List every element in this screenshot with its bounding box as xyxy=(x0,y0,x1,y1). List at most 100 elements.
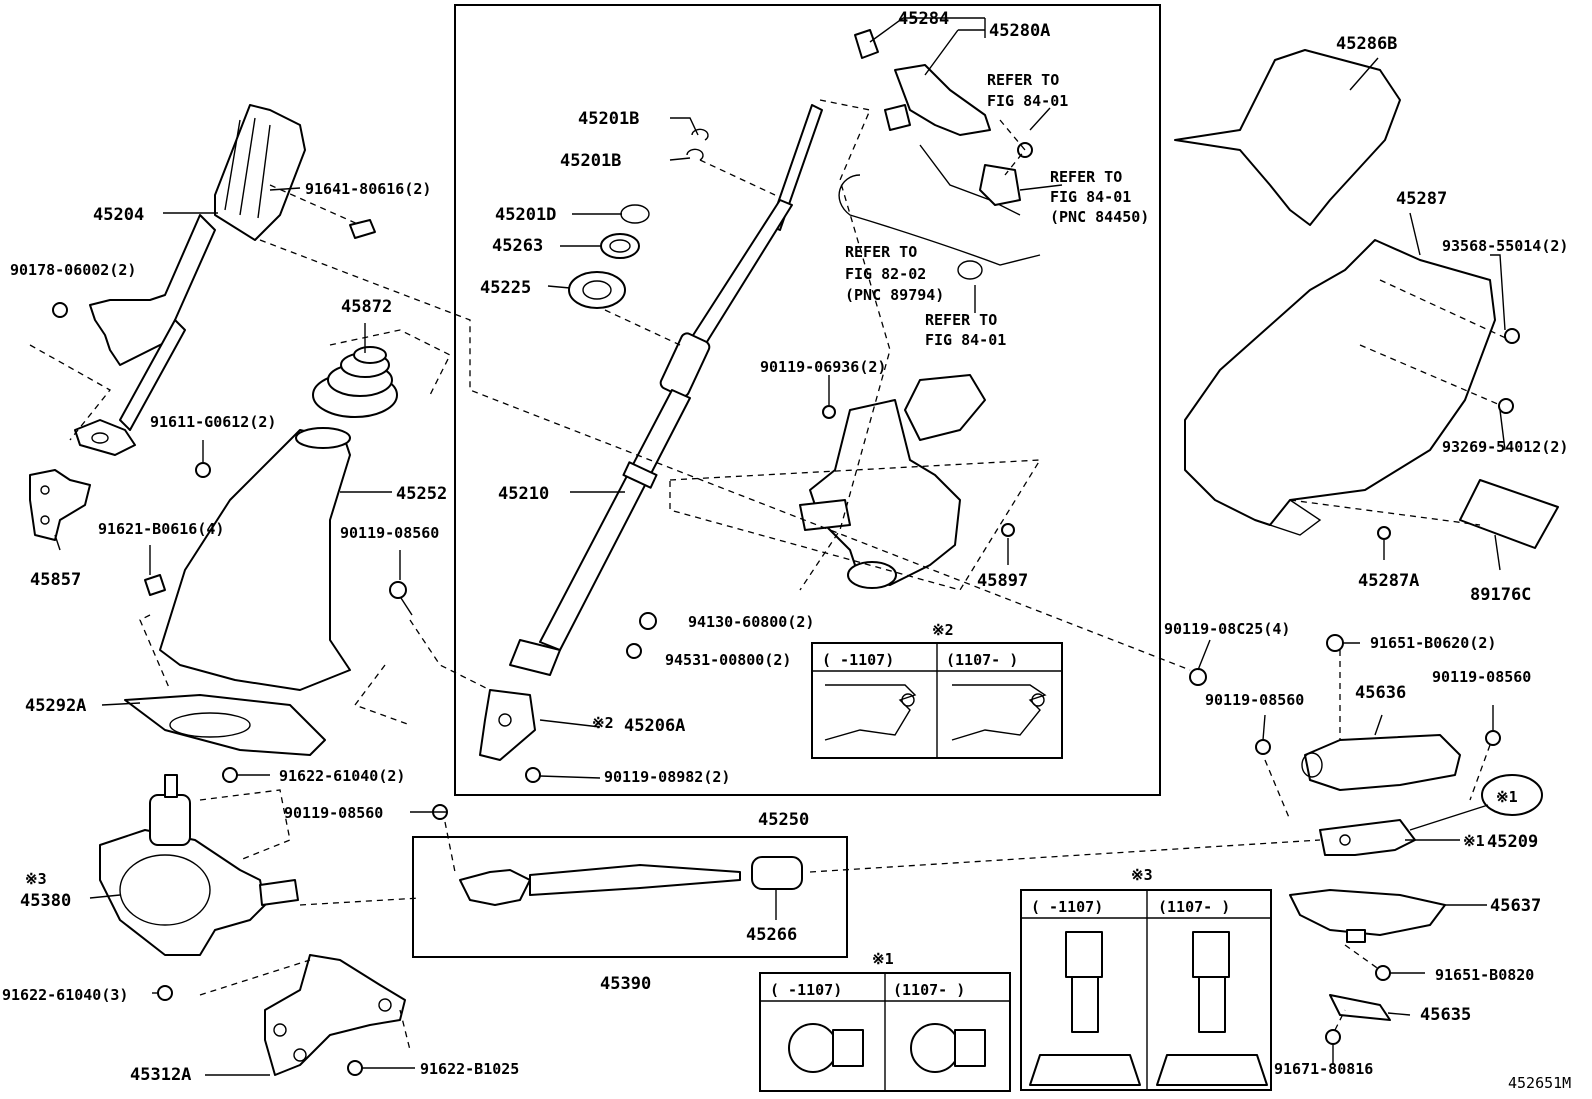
bolt-90119-06936 xyxy=(822,405,836,419)
gearbox-45380 xyxy=(99,774,299,956)
bolt-91621 xyxy=(144,574,166,596)
bolt-91651-B0820 xyxy=(1375,965,1391,981)
screw-84-01 xyxy=(1017,142,1033,158)
mark-2-45206A: ※2 xyxy=(592,714,614,732)
ring-45263 xyxy=(600,233,640,259)
cover-45287 xyxy=(1184,239,1496,536)
clip-45201B-b xyxy=(686,148,704,161)
label-45292A: 45292A xyxy=(25,696,86,716)
balloon-1-label: ※1 xyxy=(1496,788,1518,806)
label-45857: 45857 xyxy=(30,570,81,590)
refer-4-line1: REFER TO xyxy=(925,311,997,329)
label-45284: 45284 xyxy=(898,9,949,29)
refer-3-line1: REFER TO xyxy=(845,243,917,261)
label-90119-08560-b: 90119-08560 xyxy=(1205,691,1304,709)
label-45312A: 45312A xyxy=(130,1065,191,1085)
label-45210: 45210 xyxy=(498,484,549,504)
label-45287A: 45287A xyxy=(1358,571,1419,591)
label-91622-61040-3: 91622-61040(3) xyxy=(2,986,128,1004)
label-91622-B1025: 91622-B1025 xyxy=(420,1060,519,1078)
refer-1-line1: REFER TO xyxy=(987,71,1059,89)
mark-3-inset: ※3 xyxy=(1131,866,1153,884)
label-91611: 91611-G0612(2) xyxy=(150,413,276,431)
joint-45209 xyxy=(1319,819,1416,856)
refer-2-line1: REFER TO xyxy=(1050,168,1122,186)
label-45250: 45250 xyxy=(758,810,809,830)
label-45263: 45263 xyxy=(492,236,543,256)
pad-89176C xyxy=(1459,479,1559,549)
joint-45206A xyxy=(479,689,536,761)
label-91622-61040-2: 91622-61040(2) xyxy=(279,767,405,785)
label-91671-80816: 91671-80816 xyxy=(1274,1060,1373,1078)
label-90119-08982: 90119-08982(2) xyxy=(604,768,730,786)
clip-45201D xyxy=(620,204,650,224)
shaft-45210 xyxy=(509,104,823,676)
label-45287: 45287 xyxy=(1396,189,1447,209)
bolt-91651-B0620 xyxy=(1326,634,1344,652)
label-93269: 93269-54012(2) xyxy=(1442,438,1568,456)
inset-3-col2: (1107- ) xyxy=(1158,898,1230,916)
label-45225: 45225 xyxy=(480,278,531,298)
bearing-45225 xyxy=(568,271,626,309)
inset-1-col2: (1107- ) xyxy=(893,981,965,999)
nut-91611 xyxy=(195,462,211,478)
label-90119-08560-a: 90119-08560 xyxy=(340,524,439,542)
balloon-1 xyxy=(1481,774,1543,816)
assembly-box-45390 xyxy=(412,836,848,958)
clip-84-01 xyxy=(957,260,983,280)
lock-housing xyxy=(799,374,986,589)
bolt-90119-08982 xyxy=(525,767,541,783)
inset-2 xyxy=(811,642,1063,759)
inset-3-col1: ( -1107) xyxy=(1031,898,1103,916)
bracket-45312A xyxy=(264,954,406,1076)
label-45280A: 45280A xyxy=(989,21,1050,41)
inset-2-col1: ( -1107) xyxy=(822,651,894,669)
inset-1 xyxy=(759,972,1011,1092)
gasket-45292A xyxy=(124,694,326,756)
bolt-90119-08560-right-a xyxy=(1255,739,1271,755)
nut-94130 xyxy=(639,612,657,630)
label-45872: 45872 xyxy=(341,297,392,317)
label-90119-08560-c: 90119-08560 xyxy=(1432,668,1531,686)
label-91651-B0820: 91651-B0820 xyxy=(1435,966,1534,984)
label-90119-06936: 90119-06936(2) xyxy=(760,358,886,376)
refer-4-line2: FIG 84-01 xyxy=(925,331,1006,349)
bolt-90178 xyxy=(52,302,68,318)
balloon-1-leader xyxy=(1409,804,1489,831)
refer-2-line2: FIG 84-01 xyxy=(1050,188,1131,206)
bracket-45637 xyxy=(1289,889,1446,943)
label-89176C: 89176C xyxy=(1470,585,1531,605)
refer-2-line3: (PNC 84450) xyxy=(1050,208,1149,226)
label-45252: 45252 xyxy=(396,484,447,504)
cover-45252 xyxy=(159,427,351,691)
clip-45287A xyxy=(1377,526,1391,540)
switch-45280A xyxy=(854,29,1021,216)
mark-3-45380: ※3 xyxy=(25,870,47,888)
cover-45286B xyxy=(1174,49,1401,226)
label-91621: 91621-B0616(4) xyxy=(98,520,224,538)
label-45266: 45266 xyxy=(746,925,797,945)
bolt-90119-08C25 xyxy=(1189,668,1207,686)
bolt-45897 xyxy=(1001,523,1015,537)
bushing-45266 xyxy=(751,856,803,890)
bolt-91622-61040-top xyxy=(222,767,238,783)
bracket-45204 xyxy=(74,104,306,456)
refer-3-line3: (PNC 89794) xyxy=(845,286,944,304)
label-45201B-b: 45201B xyxy=(560,151,621,171)
shaft-45390 xyxy=(459,864,741,906)
label-45390: 45390 xyxy=(600,974,651,994)
bolt-91671-80816 xyxy=(1325,1029,1341,1045)
bolt-91622-B1025 xyxy=(347,1060,363,1076)
labels: 45284 45280A 45286B REFER TO FIG 84-01 4… xyxy=(2,9,1571,1092)
inset-2-col2: (1107- ) xyxy=(946,651,1018,669)
bolt-91641 xyxy=(349,219,376,239)
label-45637: 45637 xyxy=(1490,896,1541,916)
label-91641: 91641-80616(2) xyxy=(305,180,431,198)
clip-45201B-a xyxy=(691,128,709,141)
label-90178: 90178-06002(2) xyxy=(10,261,136,279)
mark-1-45209: ※1 xyxy=(1463,832,1485,850)
screw-93269 xyxy=(1498,398,1514,414)
inset-1-col1: ( -1107) xyxy=(770,981,842,999)
bolt-91622-61040-3 xyxy=(157,985,173,1001)
